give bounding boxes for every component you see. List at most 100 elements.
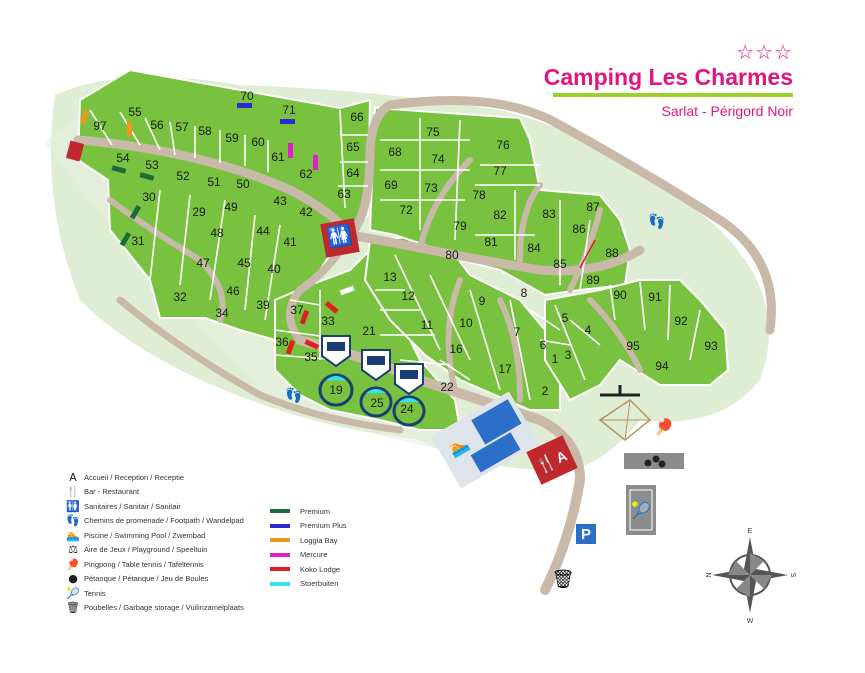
category-swatch: [270, 509, 290, 514]
pitch-divider: [209, 199, 226, 301]
grass-zone-east: [544, 279, 730, 402]
pitch-divider: [429, 274, 471, 361]
pitch-divider: [144, 117, 161, 151]
pitch-55: 55: [128, 105, 142, 119]
pitch-22: 22: [440, 380, 454, 394]
legend-label: Pingpong / Table tennis / Tafeltennis: [84, 559, 204, 569]
swimming-pool-icon: 🏊: [66, 528, 80, 542]
pitch-divider: [579, 219, 591, 291]
pitch-81: 81: [484, 235, 498, 249]
pitch-47: 47: [196, 256, 210, 270]
bar-red-97: [65, 140, 85, 162]
pitch-85: 85: [553, 257, 567, 271]
marker-loggia-bay: [80, 109, 89, 125]
legend-label: Aire de Jeux / Playground / Speeltuin: [84, 545, 208, 555]
pitch-75: 75: [426, 125, 440, 139]
marker-premium: [139, 172, 155, 181]
pitch-35: 35: [304, 350, 318, 364]
pitch-58: 58: [198, 124, 212, 138]
pitch-12: 12: [401, 289, 415, 303]
category-markers: [65, 103, 355, 355]
legend-label: Sanitaires / Sanitair / Sanitair: [84, 501, 181, 511]
pitch-29: 29: [192, 205, 206, 219]
pitch-7: 7: [514, 325, 521, 339]
pitch-37: 37: [290, 303, 304, 317]
footpath-icon: 👣: [66, 514, 80, 528]
pitch-70: 70: [240, 89, 254, 103]
toilets-block: 🚻: [320, 218, 360, 258]
swimming-pool: 🏊: [431, 391, 539, 489]
pitch-divider: [264, 224, 281, 321]
legend-label: Tennis: [84, 588, 106, 598]
pitch-divider: [169, 121, 176, 156]
category-label: Koko Lodge: [300, 564, 341, 574]
compass-rose: N E S W: [706, 528, 796, 625]
garbage-icon: 🗑: [552, 569, 575, 590]
pitch-94: 94: [655, 359, 669, 373]
garbage-icon: 🗑: [66, 601, 80, 615]
pitch-87: 87: [586, 200, 600, 214]
restaurant-icon: 🍴: [66, 485, 80, 499]
category-swatch: [270, 552, 290, 557]
pitch-divider: [179, 194, 191, 286]
pingpong-icon: 🏓: [654, 416, 674, 436]
grass-zone-mid: [363, 233, 561, 411]
arrow-red: [579, 239, 596, 269]
pitch-divider: [554, 304, 586, 381]
legend-label: Chemins de promenade / Footpath / Wandel…: [84, 516, 244, 526]
pitch-50: 50: [236, 177, 250, 191]
pitch-62: 62: [299, 167, 313, 181]
marker-koko-lodge: [299, 309, 310, 325]
pitch-19: 19: [329, 383, 343, 397]
pitch-divider: [244, 214, 256, 311]
restaurant-reception: 🍴 A: [526, 435, 578, 485]
pitch-71: 71: [282, 103, 296, 117]
marker-koko-lodge: [304, 339, 320, 350]
pitch-93: 93: [704, 339, 718, 353]
pitch-36: 36: [275, 335, 289, 349]
pitch-divider: [609, 284, 616, 321]
pitch-53: 53: [145, 158, 159, 172]
pitch-84: 84: [527, 241, 541, 255]
pitch-86: 86: [572, 222, 586, 236]
pingpong-icon: 🏓: [66, 557, 80, 571]
category-label: Stoerbuiten: [300, 579, 339, 589]
pitch-11: 11: [421, 318, 434, 332]
pitch-90: 90: [613, 288, 627, 302]
pitch-divider: [509, 299, 531, 401]
pitch-51: 51: [207, 175, 221, 189]
category-swatch: [270, 538, 290, 543]
compass-n: N: [706, 572, 713, 577]
pitch-divider: [339, 109, 346, 209]
pitch-1: 1: [552, 352, 559, 366]
legend-row: ●Pétanque / Pétanque / Jeu de Boules: [62, 572, 244, 587]
pitch-numbers: 1234567891011121316171921222425293031323…: [93, 89, 718, 416]
pitch-divider: [454, 119, 461, 241]
rating-stars: ☆☆☆: [736, 40, 793, 64]
pitch-72: 72: [399, 203, 413, 217]
pitch-60: 60: [251, 135, 265, 149]
parking: P: [576, 524, 596, 544]
tennis-court: 🎾: [626, 485, 656, 535]
pitch-48: 48: [210, 226, 224, 240]
pitch-63: 63: [337, 187, 351, 201]
reception-icon: A: [69, 470, 77, 484]
marker-mercure: [288, 143, 293, 158]
legend-row: 🍴Bar - Restaurant: [62, 485, 244, 500]
pitch-57: 57: [175, 120, 189, 134]
category-label: Mercure: [300, 550, 328, 560]
pitch-76: 76: [496, 138, 510, 152]
pitch-97: 97: [93, 119, 107, 133]
category-row: Premium Plus: [270, 519, 347, 534]
pitch-39: 39: [256, 298, 270, 312]
pitch-divider: [394, 254, 441, 351]
footpath-icon: 👣: [285, 386, 302, 404]
pitch-30: 30: [142, 190, 156, 204]
page-subtitle: Sarlat - Périgord Noir: [661, 103, 794, 119]
tennis-icon: 🎾: [631, 501, 651, 520]
playground: [598, 385, 652, 441]
pitch-24: 24: [400, 402, 414, 416]
marker-premium-plus: [237, 103, 252, 108]
